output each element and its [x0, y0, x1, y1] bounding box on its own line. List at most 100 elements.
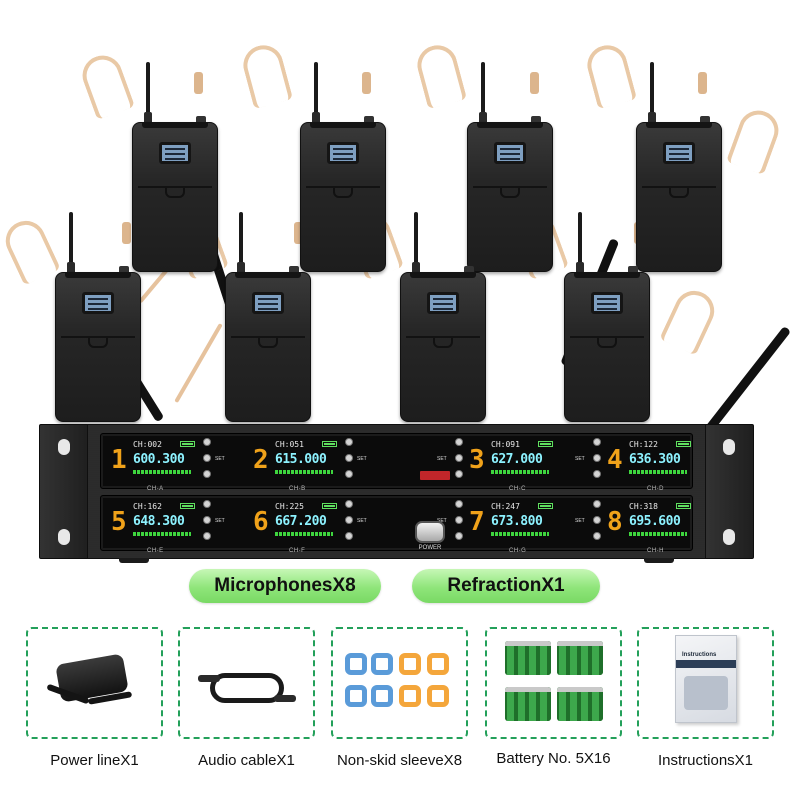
accessory-box-batteries — [485, 627, 622, 739]
channel-label: CH-C — [509, 486, 526, 492]
up-button[interactable] — [455, 500, 463, 508]
down-button[interactable] — [203, 532, 211, 540]
up-button[interactable] — [345, 500, 353, 508]
up-button[interactable] — [593, 438, 601, 446]
channel-display: SET 8 CH:318 695.600 CH-H — [567, 500, 709, 554]
down-button[interactable] — [345, 532, 353, 540]
display-panel-top: 1 CH:002 600.300 CH-A SET — [100, 433, 693, 492]
accessory-box-audio-cable — [178, 627, 315, 739]
channel-buttons: SET — [343, 500, 383, 548]
channel-code: CH:162 — [133, 502, 162, 511]
set-label: SET — [437, 456, 447, 462]
accessory-label: Audio cableX1 — [198, 752, 295, 769]
set-button[interactable] — [455, 516, 463, 524]
microphones-count-badge: MicrophonesX8 — [189, 569, 381, 603]
channel-number: 3 — [469, 445, 485, 475]
booklet-icon: Instructions — [675, 635, 737, 723]
channel-code: CH:247 — [491, 502, 520, 511]
headset-wire — [174, 323, 223, 403]
set-button[interactable] — [455, 454, 463, 462]
channel-display: 6 CH:225 667.200 CH-F SET — [249, 500, 391, 554]
up-button[interactable] — [203, 438, 211, 446]
channel-display: 1 CH:002 600.300 CH-A SET — [107, 438, 249, 492]
channel-label: CH-B — [289, 486, 306, 492]
up-button[interactable] — [455, 438, 463, 446]
set-button[interactable] — [593, 516, 601, 524]
headset-earhook — [412, 40, 468, 110]
set-button[interactable] — [345, 454, 353, 462]
headset-mic — [122, 222, 131, 244]
up-button[interactable] — [345, 438, 353, 446]
set-button[interactable] — [203, 516, 211, 524]
channel-buttons: SET — [429, 438, 469, 486]
channel-code: CH:122 — [629, 440, 658, 449]
down-button[interactable] — [455, 470, 463, 478]
accessory-box-power-line — [26, 627, 163, 739]
battery-indicator-icon — [538, 503, 553, 509]
receiver-front-panel: 1 CH:002 600.300 CH-A SET — [87, 424, 706, 559]
frequency-readout: 615.000 — [275, 452, 327, 467]
channel-buttons: SET — [567, 438, 607, 486]
channel-buttons: SET — [201, 500, 241, 548]
signal-meter — [275, 532, 333, 536]
up-button[interactable] — [203, 500, 211, 508]
accessory-label: Non-skid sleeveX8 — [336, 752, 463, 769]
down-button[interactable] — [345, 470, 353, 478]
set-button[interactable] — [203, 454, 211, 462]
set-label: SET — [215, 518, 225, 524]
up-button[interactable] — [593, 500, 601, 508]
channel-number: 1 — [111, 445, 127, 475]
channel-label: CH-E — [147, 548, 164, 554]
channel-display: SET 3 CH:091 627.000 CH-C — [429, 438, 571, 492]
rack-ear-left — [39, 424, 89, 559]
lcd-screen: CH:162 648.300 — [133, 502, 195, 540]
channel-display: 2 CH:051 615.000 CH-B SET — [249, 438, 391, 492]
set-label: SET — [357, 456, 367, 462]
channel-buttons: SET — [201, 438, 241, 486]
set-button[interactable] — [593, 454, 601, 462]
battery-indicator-icon — [676, 503, 691, 509]
rack-foot — [119, 558, 149, 563]
headset-earhook — [582, 40, 638, 110]
channel-number: 7 — [469, 507, 485, 537]
set-label: SET — [357, 518, 367, 524]
power-button[interactable] — [415, 521, 445, 543]
signal-meter — [275, 470, 333, 474]
headset-mic — [194, 72, 203, 94]
headset-mic — [530, 72, 539, 94]
channel-buttons: SET — [343, 438, 383, 486]
channel-code: CH:091 — [491, 440, 520, 449]
set-label: SET — [215, 456, 225, 462]
down-button[interactable] — [203, 470, 211, 478]
bodypack-transmitter — [132, 62, 218, 272]
lcd-screen: CH:122 636.300 — [629, 440, 691, 478]
receiver-unit: 1 CH:002 600.300 CH-A SET — [39, 424, 754, 563]
channel-display: SET 4 CH:122 636.300 CH-D — [567, 438, 709, 492]
down-button[interactable] — [593, 532, 601, 540]
channel-number: 2 — [253, 445, 269, 475]
channel-number: 4 — [607, 445, 623, 475]
signal-meter — [491, 532, 549, 536]
battery-indicator-icon — [180, 441, 195, 447]
set-button[interactable] — [345, 516, 353, 524]
frequency-readout: 627.000 — [491, 452, 543, 467]
headset-earhook — [725, 104, 785, 176]
channel-display: 5 CH:162 648.300 CH-E SET — [107, 500, 249, 554]
channel-display: SET 7 CH:247 673.800 CH-G — [429, 500, 571, 554]
headset-mic — [698, 72, 707, 94]
headset-earhook — [76, 49, 136, 121]
headset-earhook — [659, 284, 721, 356]
channel-number: 8 — [607, 507, 623, 537]
frequency-readout: 667.200 — [275, 514, 327, 529]
down-button[interactable] — [455, 532, 463, 540]
channel-code: CH:225 — [275, 502, 304, 511]
channel-label: CH-D — [647, 486, 664, 492]
bodypack-transmitter — [467, 62, 553, 272]
down-button[interactable] — [593, 470, 601, 478]
accessory-label: InstructionsX1 — [657, 752, 754, 769]
channel-label: CH-G — [509, 548, 527, 554]
channel-number: 6 — [253, 507, 269, 537]
lcd-screen: CH:318 695.600 — [629, 502, 691, 540]
signal-meter — [491, 470, 549, 474]
channel-code: CH:318 — [629, 502, 658, 511]
